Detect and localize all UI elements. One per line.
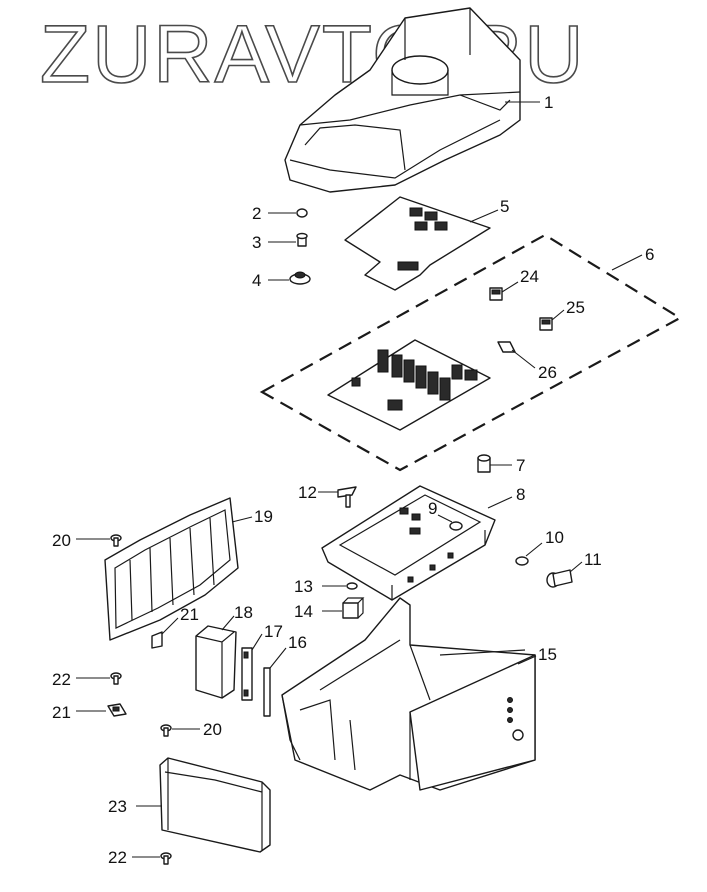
part-22-screw-lower <box>160 852 172 865</box>
part-2-nut <box>296 208 308 218</box>
callout-22-upper: 22 <box>52 670 71 689</box>
callout-11: 11 <box>584 550 602 569</box>
callout-17: 17 <box>264 622 283 641</box>
callout-18: 18 <box>234 603 253 622</box>
part-11-bolt <box>546 569 573 588</box>
callout-9: 9 <box>428 499 437 518</box>
callout-13: 13 <box>294 577 313 596</box>
part-7-standoff <box>477 454 491 473</box>
part-5-board <box>344 196 491 291</box>
callout-1: 1 <box>544 93 553 112</box>
callout-19: 19 <box>254 507 273 526</box>
part-23-front-panel <box>159 757 271 853</box>
callout-6: 6 <box>645 245 654 264</box>
part-14-block <box>342 597 365 619</box>
part-10-nut <box>515 556 529 566</box>
part-12-wing-screw <box>337 486 357 508</box>
part-9-nut <box>449 521 463 531</box>
callout-16: 16 <box>288 633 307 652</box>
part-19-grille-panel <box>104 497 239 641</box>
part-1-cover <box>284 7 521 193</box>
callout-26: 26 <box>538 363 557 382</box>
part-15-frame <box>281 597 536 791</box>
callout-8: 8 <box>516 485 525 504</box>
part-4-grommet <box>289 271 311 285</box>
callout-3: 3 <box>252 233 261 252</box>
relay-board <box>327 339 491 431</box>
callout-20-lower: 20 <box>203 720 222 739</box>
part-24-relay <box>489 287 503 301</box>
part-20-screw-upper <box>110 534 122 547</box>
callout-24: 24 <box>520 267 539 286</box>
callout-4: 4 <box>252 271 261 290</box>
callout-21-lower: 21 <box>52 703 71 722</box>
callout-23: 23 <box>108 797 127 816</box>
part-13-washer <box>346 582 358 590</box>
callout-2: 2 <box>252 204 261 223</box>
callout-12: 12 <box>298 483 317 502</box>
callout-22-lower: 22 <box>108 848 127 867</box>
part-21-clip-upper <box>151 631 163 649</box>
callout-7: 7 <box>516 456 525 475</box>
callout-20-upper: 20 <box>52 531 71 550</box>
callout-25: 25 <box>566 298 585 317</box>
callout-10: 10 <box>545 528 564 547</box>
part-20-screw-lower <box>160 724 172 737</box>
part-6-dashed-outline <box>259 233 683 472</box>
part-3-screw <box>296 232 308 247</box>
part-17-bracket <box>241 647 253 701</box>
callout-5: 5 <box>500 197 509 216</box>
part-8-tray <box>321 485 496 601</box>
part-21-clip-lower <box>107 703 127 717</box>
part-22-screw-upper <box>110 672 122 685</box>
part-18-module <box>195 625 237 699</box>
callout-21-upper: 21 <box>180 605 199 624</box>
part-25-relay <box>539 317 553 331</box>
callout-15: 15 <box>538 645 557 664</box>
part-16-strip <box>263 667 271 717</box>
callout-14: 14 <box>294 602 313 621</box>
